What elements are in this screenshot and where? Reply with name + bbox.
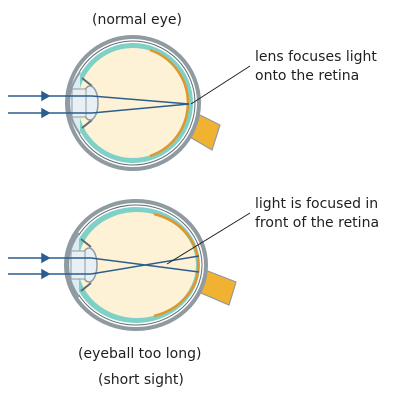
long-eye-annotation-line-2: front of the retina <box>255 215 380 231</box>
normal-eye-eyeball <box>65 35 201 171</box>
long-eye-annotation: light is focused in front of the retina <box>255 195 379 233</box>
long-eye-label-line <box>166 212 251 265</box>
normal-eye-lens <box>71 85 99 121</box>
normal-eye-caption: (normal eye) <box>92 12 182 28</box>
normal-eye-diagram <box>8 35 251 171</box>
normal-eye-label-line <box>190 65 251 105</box>
long-eye-annotation-line-1: light is focused in <box>255 196 379 212</box>
long-eye-caption-1: (eyeball too long) <box>78 346 202 362</box>
normal-eye-annotation: lens focuses light onto the retina <box>255 48 377 86</box>
normal-eye-light-rays <box>8 90 190 119</box>
long-eye-caption-2: (short sight) <box>98 372 184 388</box>
long-eye-lens <box>70 247 98 283</box>
normal-eye-annotation-line-1: lens focuses light <box>255 49 377 65</box>
long-eye-light-rays <box>8 252 200 280</box>
normal-eye-annotation-line-2: onto the retina <box>255 68 360 84</box>
long-eye-eyeball <box>64 199 208 331</box>
long-eye-diagram <box>8 199 251 331</box>
